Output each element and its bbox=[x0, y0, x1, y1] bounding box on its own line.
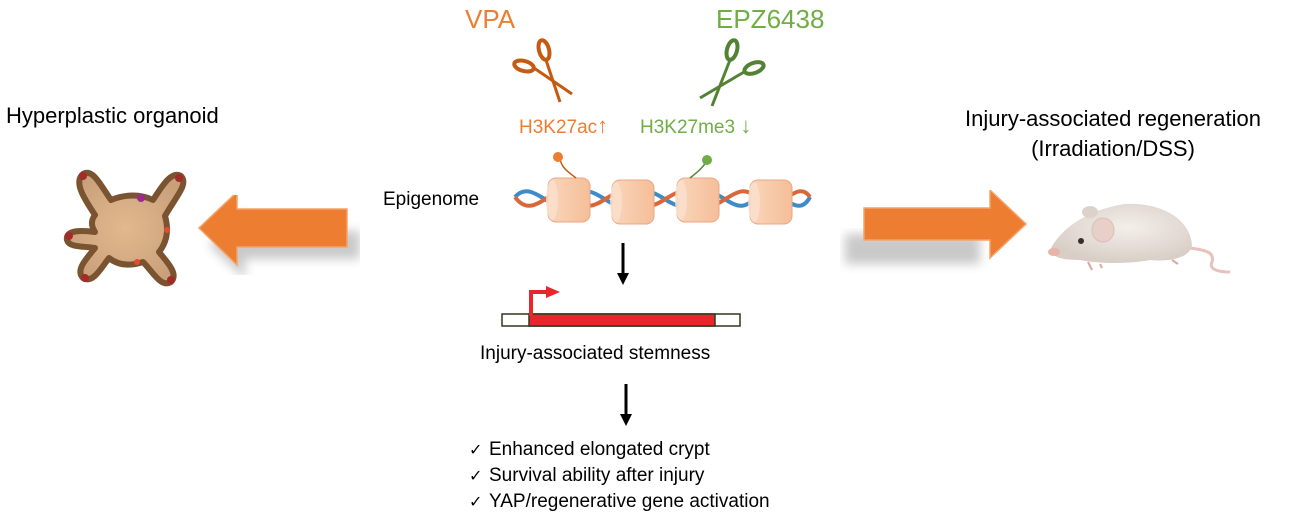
outcome-item: ✓YAP/regenerative gene activation bbox=[469, 489, 770, 515]
methyl-mark-icon bbox=[702, 155, 712, 165]
left-arrow-icon bbox=[197, 195, 360, 275]
epigenome-label: Epigenome bbox=[383, 189, 480, 210]
nucleosome bbox=[547, 177, 793, 225]
mark-label: H3K27me3 bbox=[640, 117, 736, 138]
histone-mark-h3k27ac: H3K27ac↑ bbox=[519, 113, 608, 139]
down-arrow-icon bbox=[617, 243, 629, 285]
stemness-label: Injury-associated stemness bbox=[480, 343, 711, 364]
right-panel-title-line2: (Irradiation/DSS) bbox=[1031, 136, 1195, 161]
outcome-item: ✓Enhanced elongated crypt bbox=[469, 437, 770, 463]
right-panel-title: Injury-associated regeneration (Irradiat… bbox=[928, 104, 1298, 164]
drug-label-vpa: VPA bbox=[465, 4, 516, 34]
mouse-icon bbox=[1048, 203, 1231, 274]
histone-mark-h3k27me3: H3K27me3 ↓ bbox=[640, 113, 751, 139]
right-arrow-icon bbox=[845, 190, 1028, 264]
scissors-icon bbox=[699, 38, 766, 107]
drug-label-epz6438: EPZ6438 bbox=[716, 4, 825, 34]
arrow-down-icon: ↓ bbox=[740, 113, 752, 138]
arrow-up-icon: ↑ bbox=[597, 113, 609, 138]
outcome-list: ✓Enhanced elongated crypt ✓Survival abil… bbox=[469, 437, 770, 515]
outcome-item: ✓Survival ability after injury bbox=[469, 463, 770, 489]
nucleosome-dna-icon bbox=[513, 152, 812, 225]
mark-label: H3K27ac bbox=[519, 117, 598, 138]
left-panel-title: Hyperplastic organoid bbox=[6, 103, 219, 128]
tss-arrow-icon bbox=[529, 290, 548, 316]
scissors-icon bbox=[512, 38, 573, 103]
down-arrow-icon bbox=[620, 384, 632, 426]
check-icon: ✓ bbox=[469, 468, 483, 485]
gene-body bbox=[528, 313, 716, 327]
gene-diagram bbox=[501, 286, 741, 327]
right-panel-title-line1: Injury-associated regeneration bbox=[965, 106, 1261, 131]
check-icon: ✓ bbox=[469, 442, 483, 459]
organoid-icon bbox=[63, 169, 187, 287]
acetyl-mark-icon bbox=[553, 152, 563, 162]
check-icon: ✓ bbox=[469, 494, 483, 511]
